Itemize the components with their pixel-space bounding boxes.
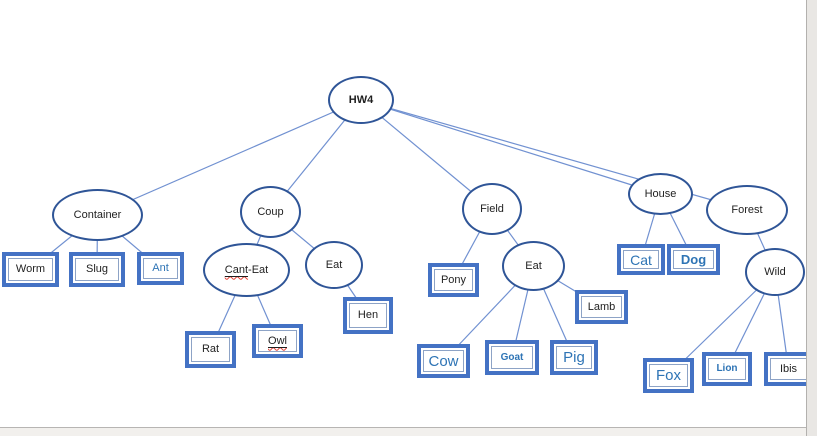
node-hw4[interactable]: HW4 — [328, 76, 394, 124]
node-inner-frame: Goat — [491, 346, 533, 369]
node-pony[interactable]: Pony — [428, 263, 479, 297]
node-inner-frame: Slug — [75, 258, 119, 281]
node-label: Cant-Eat — [224, 263, 269, 276]
node-label: Owl — [268, 334, 287, 347]
node-eat_field[interactable]: Eat — [502, 241, 565, 291]
node-label: Ibis — [779, 362, 798, 375]
node-label: Coup — [257, 205, 284, 218]
node-inner-frame: Lamb — [581, 296, 622, 318]
node-label: Pig — [563, 349, 585, 366]
node-inner-frame: Ibis — [770, 358, 807, 380]
page-bottom-margin — [0, 427, 807, 436]
node-cat[interactable]: Cat — [617, 244, 665, 275]
node-label: Worm — [15, 263, 46, 275]
node-owl[interactable]: Owl — [252, 324, 303, 358]
node-rat[interactable]: Rat — [185, 331, 236, 368]
node-house[interactable]: House — [628, 173, 693, 215]
node-slug[interactable]: Slug — [69, 252, 125, 287]
node-inner-frame: Hen — [349, 303, 387, 328]
node-label: HW4 — [348, 93, 374, 106]
node-label: Pony — [440, 273, 467, 286]
vertical-scrollbar[interactable] — [806, 0, 817, 436]
node-label: Cow — [428, 352, 459, 370]
node-label: Lion — [716, 363, 738, 374]
node-inner-frame: Lion — [708, 358, 746, 380]
node-inner-frame: Cat — [623, 250, 659, 269]
node-label: Container — [73, 208, 122, 221]
node-cant_eat[interactable]: Cant-Eat — [203, 243, 290, 297]
node-label: Cat — [630, 251, 652, 268]
node-container[interactable]: Container — [52, 189, 143, 241]
node-label: Lamb — [587, 300, 616, 313]
node-field[interactable]: Field — [462, 183, 522, 235]
node-label: Eat — [525, 259, 542, 272]
node-label: Fox — [655, 367, 681, 384]
node-lion[interactable]: Lion — [702, 352, 752, 386]
node-label: Dog — [680, 252, 707, 267]
node-inner-frame: Pig — [556, 346, 592, 369]
node-lamb[interactable]: Lamb — [575, 290, 628, 324]
node-eat_coup[interactable]: Eat — [305, 241, 363, 289]
node-inner-frame: Pony — [434, 269, 473, 291]
node-label: Hen — [357, 309, 379, 321]
node-label: Forest — [731, 203, 763, 216]
node-label: Slug — [85, 263, 109, 275]
node-dog[interactable]: Dog — [667, 244, 720, 275]
node-wild[interactable]: Wild — [745, 248, 805, 296]
node-hen[interactable]: Hen — [343, 297, 393, 334]
node-goat[interactable]: Goat — [485, 340, 539, 375]
node-label: Wild — [764, 265, 786, 278]
node-inner-frame: Fox — [649, 364, 688, 387]
node-ant[interactable]: Ant — [137, 252, 184, 285]
node-inner-frame: Ant — [143, 258, 178, 279]
node-forest[interactable]: Forest — [706, 185, 788, 235]
connector-hw4-container — [97, 99, 362, 216]
spellcheck-squiggle: Cant — [224, 263, 249, 276]
node-label: Eat — [325, 258, 343, 271]
connector-hw4-house — [360, 99, 661, 195]
node-inner-frame: Dog — [673, 250, 714, 269]
node-fox[interactable]: Fox — [643, 358, 694, 393]
node-cow[interactable]: Cow — [417, 344, 470, 378]
node-label: Ant — [152, 262, 169, 274]
node-inner-frame: Cow — [423, 350, 464, 372]
spellcheck-squiggle: Owl — [268, 334, 287, 347]
node-label: Field — [480, 202, 504, 215]
node-label: Rat — [201, 343, 220, 355]
node-label: House — [644, 187, 677, 200]
node-inner-frame: Worm — [8, 258, 53, 281]
node-ibis[interactable]: Ibis — [764, 352, 813, 386]
node-inner-frame: Owl — [258, 330, 297, 352]
node-inner-frame: Rat — [191, 337, 230, 362]
node-pig[interactable]: Pig — [550, 340, 598, 375]
node-label: Goat — [500, 351, 524, 363]
node-worm[interactable]: Worm — [2, 252, 59, 287]
node-coup[interactable]: Coup — [240, 186, 301, 238]
